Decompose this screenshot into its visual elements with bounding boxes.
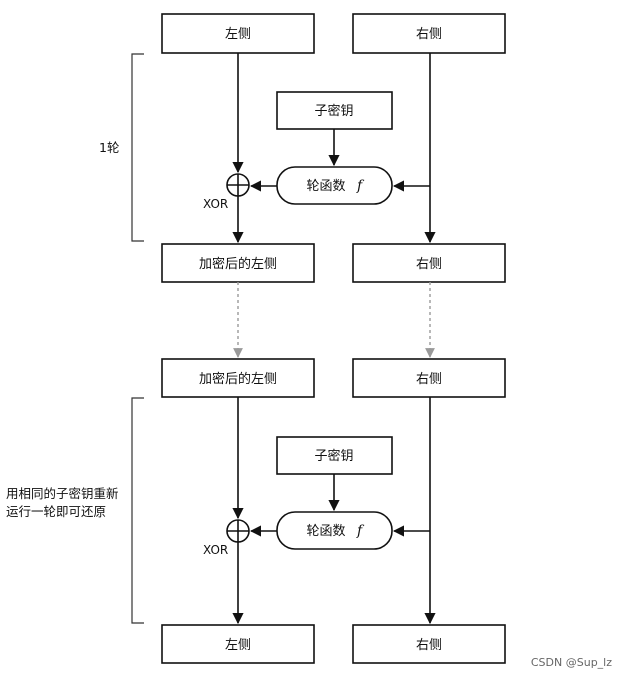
bottom-encrypted-left-box: 加密后的左侧 bbox=[161, 358, 315, 398]
watermark: CSDN @Sup_lz bbox=[531, 656, 612, 669]
svg-text:右侧: 右侧 bbox=[416, 27, 442, 42]
top-xor-symbol bbox=[226, 173, 250, 197]
svg-text:f: f bbox=[356, 178, 365, 194]
top-encrypted-left-box: 加密后的左侧 bbox=[161, 243, 315, 283]
svg-text:轮函数: 轮函数 bbox=[306, 524, 345, 539]
restore-label-line1: 用相同的子密钥重新 bbox=[6, 486, 119, 501]
svg-text:右侧: 右侧 bbox=[416, 638, 442, 653]
top-subkey-box: 子密钥 bbox=[276, 91, 393, 130]
svg-text:子密钥: 子密钥 bbox=[314, 103, 353, 119]
bottom-subkey-box: 子密钥 bbox=[276, 436, 393, 475]
bottom-left-result-box: 左侧 bbox=[161, 624, 315, 664]
svg-text:轮函数: 轮函数 bbox=[306, 179, 345, 194]
bottom-right-result-box: 右侧 bbox=[352, 624, 506, 664]
top-right-box: 右侧 bbox=[352, 13, 506, 54]
svg-text:右侧: 右侧 bbox=[416, 372, 442, 387]
svg-text:f: f bbox=[356, 523, 365, 539]
restore-label-line2: 运行一轮即可还原 bbox=[6, 504, 106, 519]
svg-text:右侧: 右侧 bbox=[416, 257, 442, 272]
svg-text:左侧: 左侧 bbox=[225, 27, 251, 42]
top-left-box: 左侧 bbox=[161, 13, 315, 54]
svg-text:加密后的左侧: 加密后的左侧 bbox=[199, 256, 277, 272]
restore-bracket bbox=[131, 397, 144, 624]
top-xor-label: XOR bbox=[203, 197, 228, 211]
svg-text:子密钥: 子密钥 bbox=[314, 448, 353, 464]
round-bracket bbox=[131, 53, 144, 242]
bottom-xor-label: XOR bbox=[203, 543, 228, 557]
svg-text:加密后的左侧: 加密后的左侧 bbox=[199, 371, 277, 387]
svg-text:左侧: 左侧 bbox=[225, 638, 251, 653]
bottom-xor-symbol bbox=[226, 519, 250, 543]
top-round-function-box: 轮函数 f bbox=[276, 166, 393, 205]
round-label: 1轮 bbox=[99, 140, 119, 155]
bottom-right-box: 右侧 bbox=[352, 358, 506, 398]
bottom-round-function-box: 轮函数 f bbox=[276, 511, 393, 550]
top-right-after-box: 右侧 bbox=[352, 243, 506, 283]
